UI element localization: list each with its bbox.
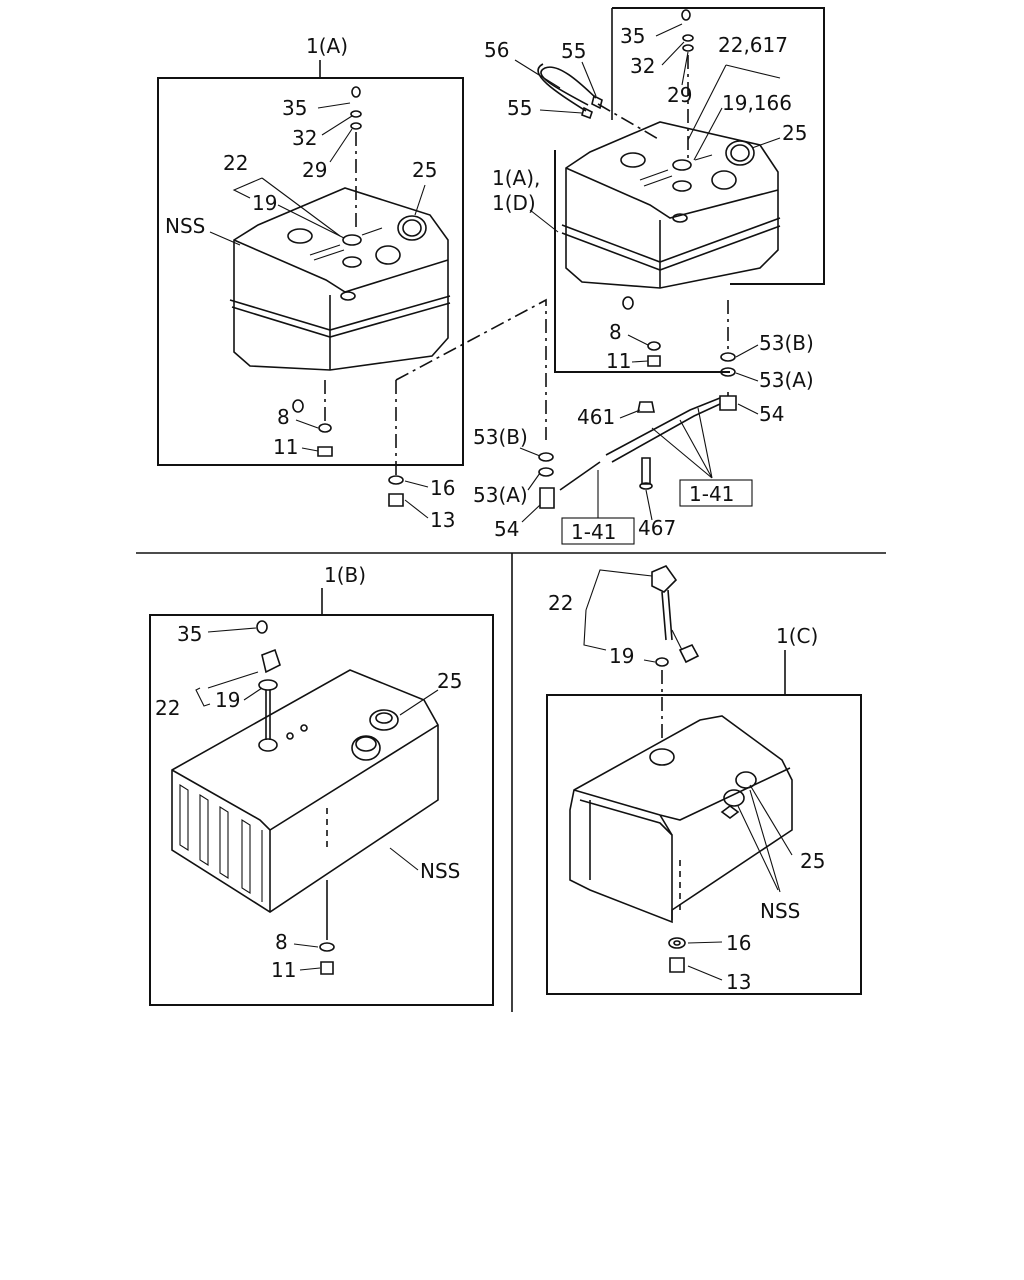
label-25: 25 — [412, 158, 437, 182]
ref-box-1-41-left — [561, 517, 635, 545]
label-35-r: 35 — [620, 24, 645, 48]
label-1c: 1(C) — [776, 624, 818, 648]
label-22: 22 — [223, 151, 248, 175]
label-467: 467 — [638, 516, 676, 540]
label-13-c: 13 — [726, 970, 751, 994]
fuel-tank-1d — [561, 121, 781, 310]
label-1b: 1(B) — [324, 563, 366, 587]
valve-54-icon — [719, 392, 737, 411]
bolt-35-icon — [351, 86, 361, 98]
label-22-617: 22,617 — [718, 33, 788, 57]
pipe-assembly: 461 467 1-41 1-41 53(B) 53(A) 54 — [473, 397, 753, 545]
label-19-c: 19 — [609, 644, 634, 668]
label-8-b: 8 — [275, 930, 288, 954]
label-1a: 1(A) — [306, 34, 348, 58]
label-16: 16 — [430, 476, 455, 500]
sender-22-icon — [261, 648, 281, 674]
label-nss-b: NSS — [420, 859, 460, 883]
label-8-r: 8 — [609, 320, 622, 344]
label-8: 8 — [277, 405, 290, 429]
label-19: 19 — [252, 191, 277, 215]
cap-25-c-icon — [735, 771, 757, 789]
fuel-pipe-icon — [605, 397, 721, 463]
hose-56-icon — [540, 66, 597, 106]
label-19-166: 19,166 — [722, 91, 792, 115]
washer-32-icon — [350, 110, 362, 118]
label-55-bottom: 55 — [507, 96, 532, 120]
bolt-467-icon — [641, 457, 651, 485]
sender-22-c-icon — [651, 565, 678, 593]
label-22-c: 22 — [548, 591, 573, 615]
clip-55-icon — [591, 94, 603, 110]
section-1c-frame — [546, 694, 862, 995]
label-55-top: 55 — [561, 39, 586, 63]
label-461: 461 — [577, 405, 615, 429]
center-drain-group: 16 13 — [388, 298, 547, 532]
label-56: 56 — [484, 38, 509, 62]
cap-25-icon — [369, 709, 399, 731]
label-16-c: 16 — [726, 931, 751, 955]
label-53b-r: 53(B) — [759, 331, 814, 355]
label-19-b: 19 — [215, 688, 240, 712]
label-22-b: 22 — [155, 696, 180, 720]
label-53a-r: 53(A) — [759, 368, 814, 392]
label-11-b: 11 — [271, 958, 296, 982]
label-25-b: 25 — [437, 669, 462, 693]
label-1a-comma: 1(A), — [492, 166, 540, 190]
label-11-r: 11 — [606, 349, 631, 373]
valve-54-left-icon — [539, 487, 555, 509]
gasket-16-icon — [388, 475, 404, 485]
label-53b-m: 53(B) — [473, 425, 528, 449]
label-54-r: 54 — [759, 402, 784, 426]
label-29-r: 29 — [667, 83, 692, 107]
label-1d: 1(D) — [492, 191, 536, 215]
label-1-41-left: 1-41 — [571, 520, 616, 544]
label-nss: NSS — [165, 214, 205, 238]
label-32: 32 — [292, 126, 317, 150]
label-29: 29 — [302, 158, 327, 182]
plug-11-icon — [317, 446, 333, 457]
label-35: 35 — [282, 96, 307, 120]
label-53a-m: 53(A) — [473, 483, 528, 507]
label-nss-c: NSS — [760, 899, 800, 923]
label-13: 13 — [430, 508, 455, 532]
label-25-r: 25 — [782, 121, 807, 145]
fuel-tank-1c — [569, 715, 793, 924]
ref-box-1-41-right — [679, 479, 753, 507]
clip-55b-icon — [581, 106, 593, 120]
plug-13-icon — [388, 493, 404, 507]
bolt-35-icon — [681, 9, 691, 21]
section-1c: 1(C) 22 19 25 NSS 16 13 — [546, 565, 862, 995]
label-35-b: 35 — [177, 622, 202, 646]
fuel-tank-1a — [229, 187, 451, 413]
fuel-tank-1b — [171, 669, 439, 913]
nut-461-icon — [637, 401, 655, 413]
section-1a: 1(A) 35 32 29 22 19 2 — [157, 34, 464, 466]
label-25-c: 25 — [800, 849, 825, 873]
label-54-m: 54 — [494, 517, 519, 541]
section-1d: 56 55 55 35 32 29 22,617 19,166 25 1(A),… — [484, 7, 825, 426]
section-1b: 1(B) 35 22 19 25 NSS 8 — [149, 563, 494, 1006]
washer-29-icon — [350, 122, 362, 130]
gasket-8-icon — [318, 423, 332, 433]
section-1a-frame — [157, 77, 464, 466]
label-11: 11 — [273, 435, 298, 459]
label-1-41-right: 1-41 — [689, 482, 734, 506]
label-32-r: 32 — [630, 54, 655, 78]
